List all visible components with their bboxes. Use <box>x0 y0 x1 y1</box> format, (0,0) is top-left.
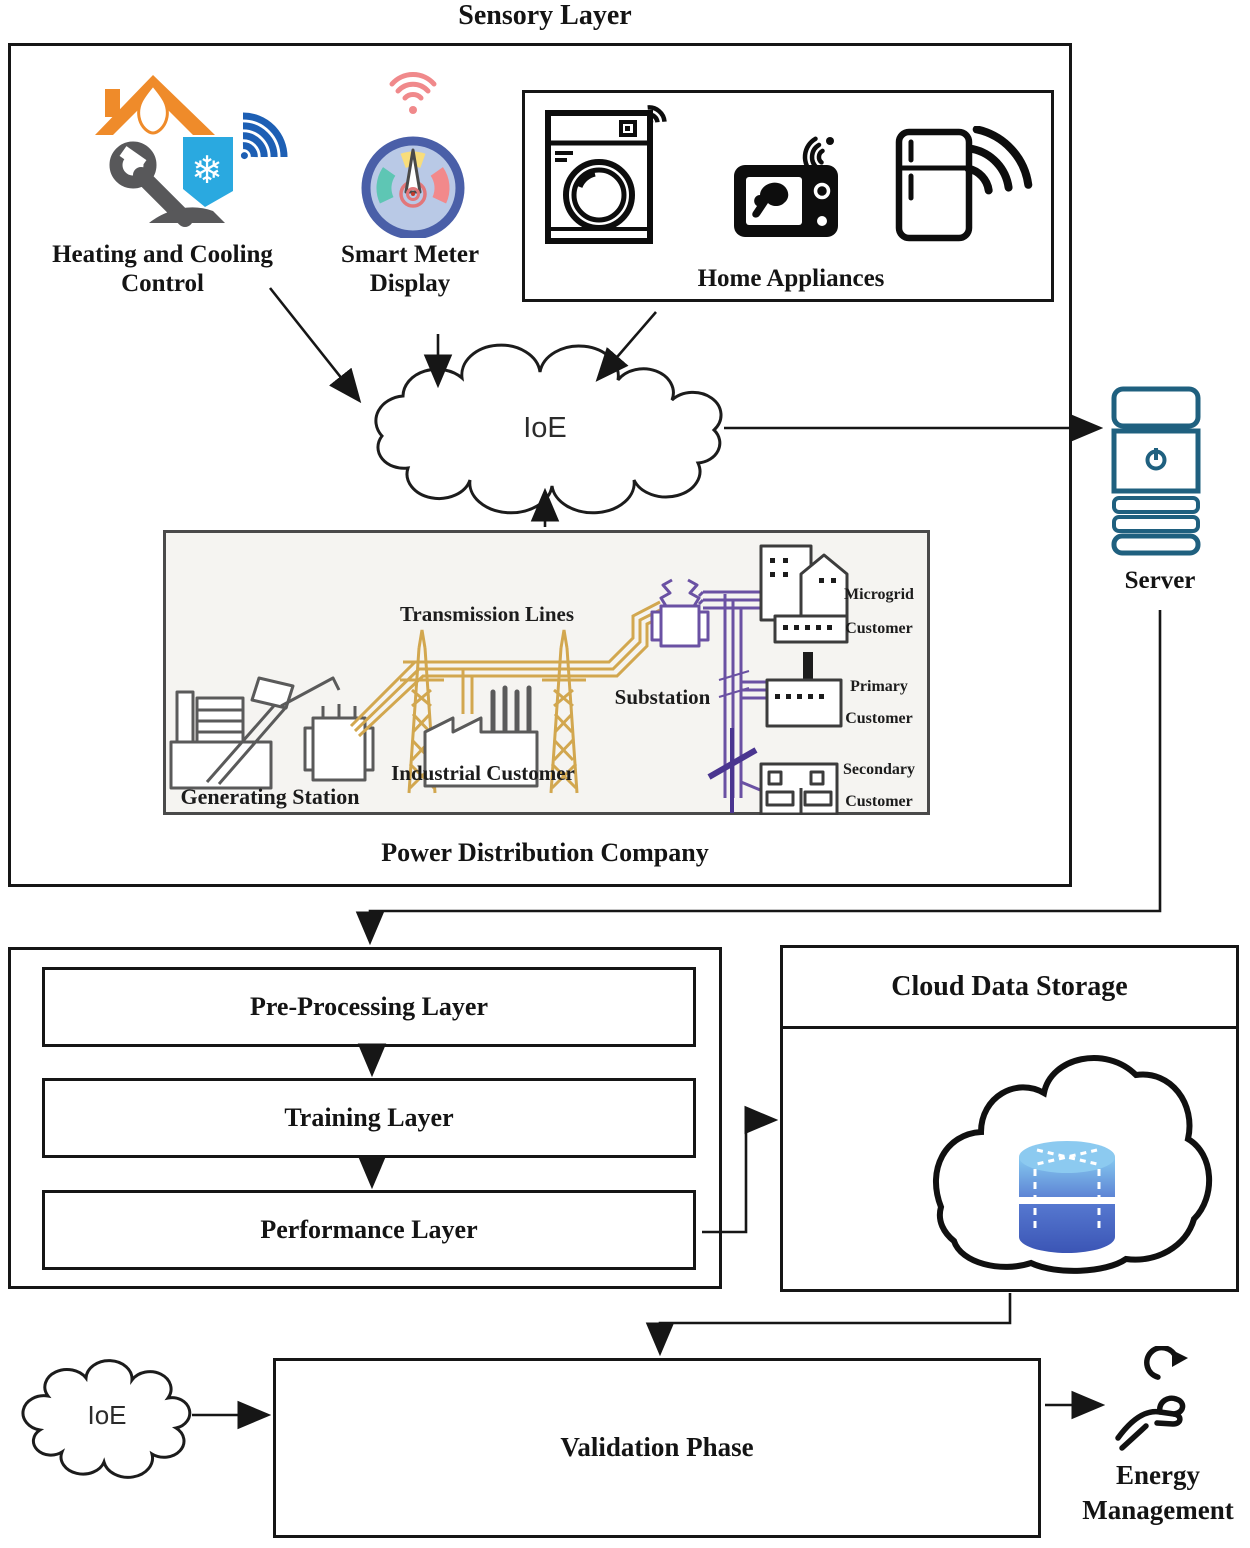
industrial-customer-label: Industrial Customer <box>391 761 575 785</box>
wifi-icon <box>240 112 288 160</box>
database-cylinder-icon <box>1017 1141 1117 1253</box>
fridge-icon <box>893 126 1043 248</box>
ioe-bottom-label: IoE <box>87 1400 127 1430</box>
cooling-panel <box>183 137 233 207</box>
refresh-arrow-icon <box>1144 1346 1188 1380</box>
microwave-icon <box>726 133 846 245</box>
performance-layer-box: Performance Layer <box>42 1190 696 1270</box>
server-label: Server <box>1124 567 1196 594</box>
cloud-data-storage-title: Cloud Data Storage <box>891 970 1128 1002</box>
server-icon <box>1108 386 1204 556</box>
pre-processing-layer-box: Pre-Processing Layer <box>42 967 696 1047</box>
sensory-layer-title: Sensory Layer <box>458 0 632 31</box>
snowflake-icon: ❄ <box>191 150 223 192</box>
training-layer-label: Training Layer <box>284 1102 454 1132</box>
performance-layer-label: Performance Layer <box>260 1214 478 1244</box>
power-distribution-image: Transmission Lines Substation Industrial… <box>163 530 930 815</box>
energy-management-label: Energy Management <box>1082 1460 1234 1526</box>
generating-station-icon <box>169 676 375 790</box>
wrench-icon <box>109 141 225 227</box>
home-appliances-label: Home Appliances <box>697 265 885 292</box>
secondary-customer-icon <box>759 762 839 815</box>
cloud-data-storage-header: Cloud Data Storage <box>783 948 1236 1029</box>
washing-machine-icon <box>543 103 668 253</box>
validation-phase-box: Validation Phase <box>273 1358 1041 1538</box>
power-distribution-caption: Power Distribution Company <box>381 838 709 867</box>
generating-station-label: Generating Station <box>180 784 360 809</box>
wifi-icon <box>647 105 667 125</box>
transmission-lines-label: Transmission Lines <box>399 602 575 626</box>
pre-processing-layer-label: Pre-Processing Layer <box>249 991 489 1021</box>
chicken-icon <box>752 182 789 218</box>
smart-meter-icon <box>356 70 471 238</box>
heating-cooling-icon: ❄ <box>93 73 308 238</box>
microgrid-customer-label: Microgrid Customer <box>844 586 914 637</box>
flame-icon <box>137 82 169 135</box>
primary-customer-label: Primary Customer <box>845 678 913 727</box>
line-cloud-to-validation <box>645 1293 1012 1357</box>
ioe-top-label: IoE <box>523 412 567 444</box>
training-layer-box: Training Layer <box>42 1078 696 1158</box>
smart-meter-label: Smart Meter Display <box>340 241 480 297</box>
secondary-customer-label: Secondary Customer <box>843 761 915 810</box>
validation-phase-label: Validation Phase <box>560 1432 754 1463</box>
energy-management-icon <box>1110 1346 1205 1456</box>
substation-label: Substation <box>614 685 711 709</box>
cloud-database-icon <box>933 1055 1213 1274</box>
hand-icon <box>1115 1395 1186 1451</box>
cloud-data-storage-box: Cloud Data Storage <box>780 945 1239 1292</box>
wifi-icon <box>964 126 1033 195</box>
wifi-icon <box>389 72 437 114</box>
heating-cooling-label: Heating and Cooling Control <box>52 241 273 297</box>
